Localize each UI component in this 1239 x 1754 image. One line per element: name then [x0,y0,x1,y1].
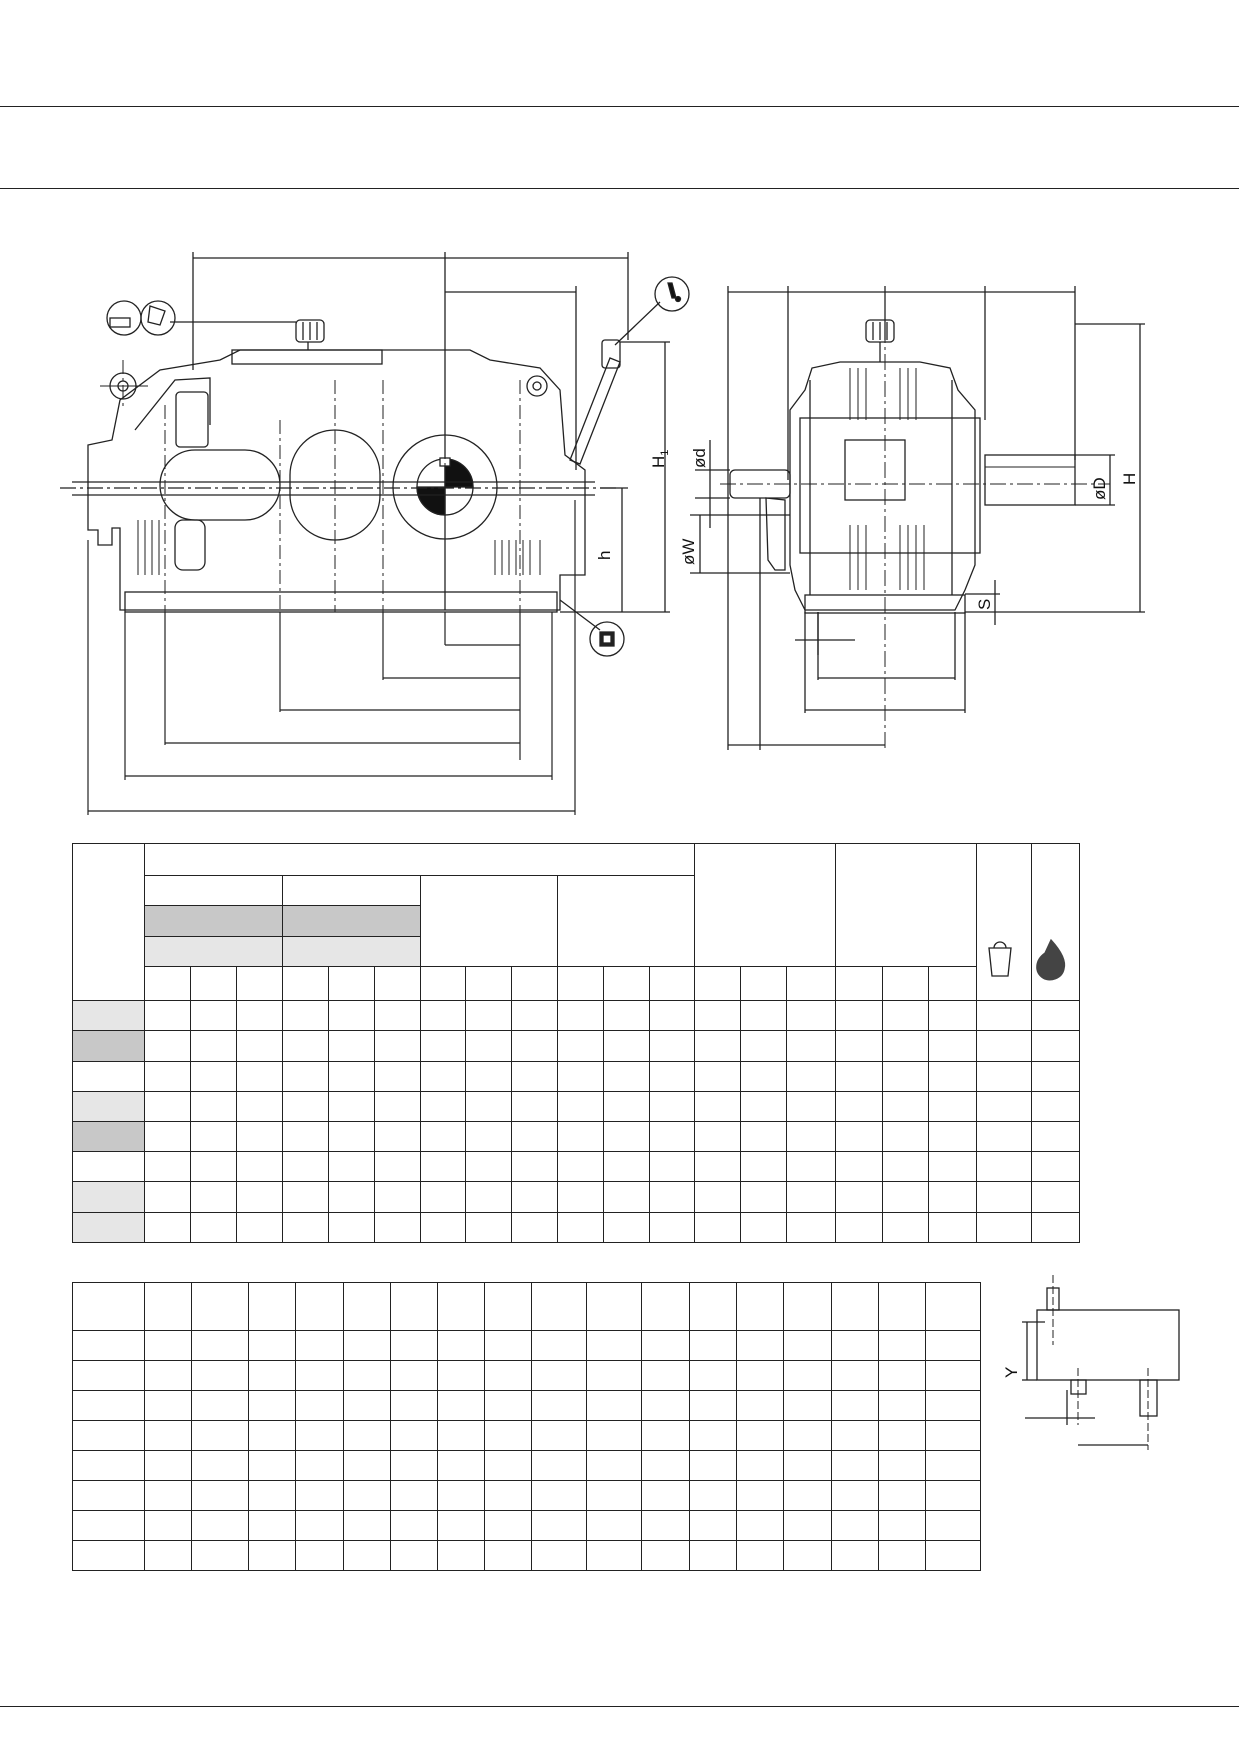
header-cell [144,842,696,877]
table-header-row [71,1282,982,1331]
dimensions-table [71,842,1081,1244]
footer-rule [0,1706,1239,1707]
table-row [71,1510,982,1541]
header-cell [282,875,421,907]
table-row [71,1000,1081,1032]
header-cell-shaded [282,905,421,937]
table-row [71,1480,982,1511]
table-row [71,1390,982,1421]
table-row [71,1420,982,1451]
dim-label-d-small: ød [690,448,709,468]
oil-header-cell [1030,842,1081,1002]
mounting-sketch [1022,1275,1180,1450]
table-header-row [73,905,1080,937]
table-row [71,1540,982,1571]
table-header-row [73,875,1080,967]
side-view [690,286,1145,750]
table-row [71,1151,1081,1183]
weight-header-cell [976,842,1032,1002]
dim-label-H: H [1120,473,1139,485]
front-view [60,252,670,815]
dim-label-y: Y [1002,1367,1021,1378]
table-row [71,1360,982,1391]
dim-label-s: S [975,599,994,610]
header-cell [71,842,146,1002]
oil-fill-icon [106,300,176,336]
table-row [71,1211,1081,1244]
header-cell [834,843,978,967]
table-row [71,1030,1081,1062]
header-cell [419,875,559,967]
table-header-row [73,965,1080,1002]
table-row [71,1330,982,1361]
table-row [71,1060,1081,1092]
table-row [71,1121,1081,1153]
dim-label-h1: H1 [649,450,671,468]
header-cell [694,843,836,967]
header-cell-shaded [144,935,283,967]
table-row [71,1090,1081,1123]
dipstick-icon [654,276,690,312]
header-cell-shaded [282,935,421,967]
table-header-row [71,842,1081,1002]
dim-label-w: øW [679,539,698,565]
table-header-row [73,935,1080,967]
mounting-table [71,1282,982,1571]
header-cell [144,875,283,907]
header-cell-shaded [144,905,283,937]
dim-label-d-large: øD [1090,477,1109,500]
header-rule [0,188,1239,189]
drain-plug-icon [589,621,625,657]
table-row [71,1450,982,1481]
header-cell [557,875,696,967]
top-rule [0,106,1239,107]
table-row [71,1181,1081,1213]
dim-label-h: h [595,551,614,560]
